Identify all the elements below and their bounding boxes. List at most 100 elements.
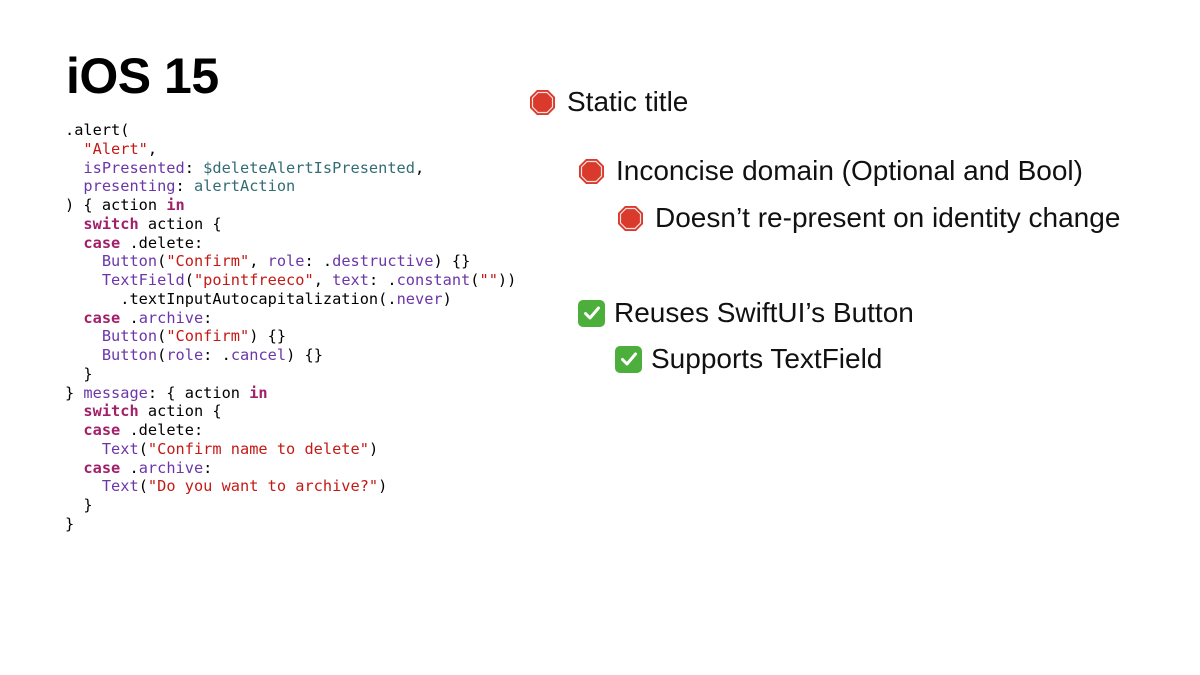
code-token [65,234,83,252]
code-token: "Alert" [83,139,148,158]
code-line: Button("Confirm") {} [65,327,516,346]
code-token [65,346,102,364]
code-token: ) {} [433,252,471,271]
code-token [65,327,102,345]
code-token: . [65,289,130,308]
code-token [65,177,83,195]
code-token: : . [304,252,333,271]
code-line: .alert( [65,121,516,140]
code-token: , [147,139,158,158]
code-line: ) { action in [65,196,516,215]
code-token: $deleteAlertIsPresented [203,158,415,177]
code-token: ) [442,289,452,308]
code-token: : [175,177,194,196]
code-token: alertAction [193,177,296,196]
bullet-text: Static title [567,86,689,117]
code-line: isPresented: $deleteAlertIsPresented, [65,159,516,178]
code-token: switch [83,402,139,421]
code-token: case [83,458,121,477]
code-line: "Alert", [65,140,516,159]
code-token: "Confirm" [166,327,250,346]
code-token: archive [138,308,204,327]
code-line: } [65,365,516,384]
code-token: cancel [230,346,287,364]
code-token: : [203,308,213,327]
code-token: } [65,514,75,533]
check-mark-icon [578,299,605,327]
code-line: switch action { [65,215,516,234]
code-token: case [83,233,121,252]
code-token: ( [138,477,148,496]
code-line: Button("Confirm", role: .destructive) {} [65,252,516,271]
code-line: } message: { action in [65,384,516,403]
code-token: : [203,458,213,477]
code-line: presenting: alertAction [65,177,516,196]
code-token: TextField [101,271,185,289]
code-token: . [120,458,139,477]
code-token: case [83,421,121,439]
code-token [65,140,83,158]
code-block: .alert( "Alert", isPresented: $deleteAle… [65,121,516,534]
code-token [65,271,102,289]
code-token: (. [378,289,397,308]
code-token: role [267,252,305,271]
code-token: "Confirm" [166,252,250,271]
stop-sign-icon [617,205,644,232]
code-token: isPresented [83,158,185,177]
code-token: presenting [83,177,176,196]
code-token: "Do you want to archive?" [147,477,379,496]
code-token [65,309,83,327]
slide-title: iOS 15 [66,48,219,104]
bullet-text: Doesn’t re-present on identity change [655,202,1121,233]
code-token: .delete: [120,233,204,252]
code-token [65,440,102,458]
code-token: : . [203,346,231,364]
bullet-identity-change: Doesn’t re-present on identity change [617,202,1120,234]
code-token: Text [101,477,139,496]
code-token: ( [157,327,167,346]
code-line: Text("Confirm name to delete") [65,440,516,459]
bullet-static-title: Static title [529,86,688,118]
code-token: Button [101,346,158,364]
code-line: Text("Do you want to archive?") [65,477,516,496]
bullet-reuses-button: Reuses SwiftUI’s Button [578,297,914,329]
code-line: TextField("pointfreeco", text: .constant… [65,271,517,290]
code-token [65,252,102,270]
code-line: .textInputAutocapitalization(.never) [65,290,516,309]
code-token [65,477,102,495]
code-token: ( [157,346,167,364]
code-token: case [83,308,121,327]
code-token: constant [396,271,471,289]
code-token: } [65,364,93,383]
code-token: ) { action [65,196,167,214]
code-token: , [249,252,268,271]
code-token [65,215,83,233]
code-token: ( [157,252,167,271]
code-token: "Confirm name to delete" [147,439,369,458]
code-token: archive [138,458,204,477]
code-token: } [65,496,93,514]
stop-sign-icon [578,158,605,185]
code-token: message [83,383,148,402]
code-token: ) {} [286,346,323,364]
code-line: case .archive: [65,459,516,478]
code-token: )) [497,271,517,289]
code-token: text [332,271,369,289]
stop-sign-icon [529,89,556,116]
code-token: textInputAutocapitalization [129,289,379,308]
code-token [65,402,83,420]
code-line: Button(role: .cancel) {} [65,346,516,365]
code-token: ( [184,271,194,289]
code-token: ) [368,439,379,458]
code-line: case .delete: [65,421,516,440]
code-token: , [414,158,425,177]
bullet-supports-textfield: Supports TextField [615,343,882,375]
code-token: switch [83,214,139,233]
code-token: } [65,383,84,402]
code-token: "" [479,271,498,289]
code-token: . [120,308,139,327]
code-line: } [65,515,516,534]
code-token: destructive [332,252,434,271]
code-line: case .delete: [65,234,516,253]
